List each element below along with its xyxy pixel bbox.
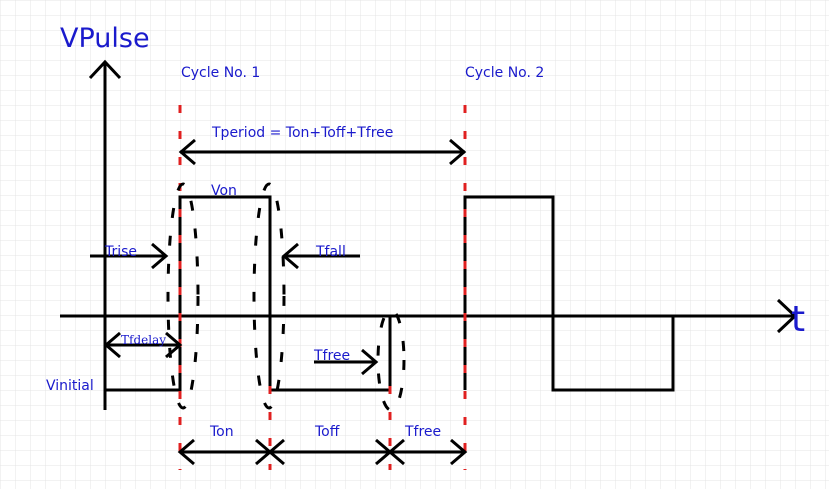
x-axis-label: t: [791, 299, 805, 340]
x-axis-arrowhead: [776, 298, 798, 334]
cycle1-label: Cycle No. 1: [181, 65, 260, 81]
labels: VPulse t Cycle No. 1 Cycle No. 2 Tperiod…: [46, 23, 805, 440]
toff-arrow-left-head: [267, 438, 285, 466]
free-edge-ellipse: [376, 308, 406, 412]
tfree-mid-label: Tfree: [313, 348, 350, 364]
tperiod-label: Tperiod = Ton+Toff+Tfree: [211, 125, 393, 141]
waveform-cycle-1: [105, 195, 465, 392]
rise-edge-ellipse: [166, 182, 200, 410]
fall-edge-ellipse: [252, 182, 286, 410]
cycle2-label: Cycle No. 2: [465, 65, 544, 81]
vinitial-label: Vinitial: [46, 378, 94, 394]
ton-arrow-left-head: [177, 438, 195, 466]
tfall-arrow-head: [281, 242, 299, 270]
trise-label: Trise: [104, 244, 137, 260]
tfree-bottom-arrow-right-head: [450, 438, 468, 466]
cycle-markers: [178, 105, 467, 470]
y-axis-label: VPulse: [60, 23, 150, 54]
tfree-bottom-arrow-left-head: [387, 438, 405, 466]
waveform-cycle-2: [463, 195, 675, 392]
toff-label: Toff: [314, 424, 340, 440]
arrows: [90, 138, 468, 466]
tfree-mid-arrow-head: [361, 348, 379, 376]
tperiod-arrow-left-head: [178, 138, 196, 166]
tfdelay-arrow-right-head: [165, 331, 183, 359]
dashed-ellipses: [166, 182, 406, 412]
trise-arrow-head: [151, 242, 169, 270]
tfdelay-arrow-left-head: [103, 331, 121, 359]
tperiod-arrow-right-head: [449, 138, 467, 166]
pulse-waveform: [105, 195, 675, 392]
tfree-bottom-label: Tfree: [404, 424, 441, 440]
y-axis-arrowhead: [88, 59, 122, 80]
von-label: Von: [211, 183, 237, 199]
tfdelay-label: Tfdelay: [121, 333, 166, 347]
ton-label: Ton: [209, 424, 234, 440]
tfall-label: Tfall: [315, 244, 346, 260]
